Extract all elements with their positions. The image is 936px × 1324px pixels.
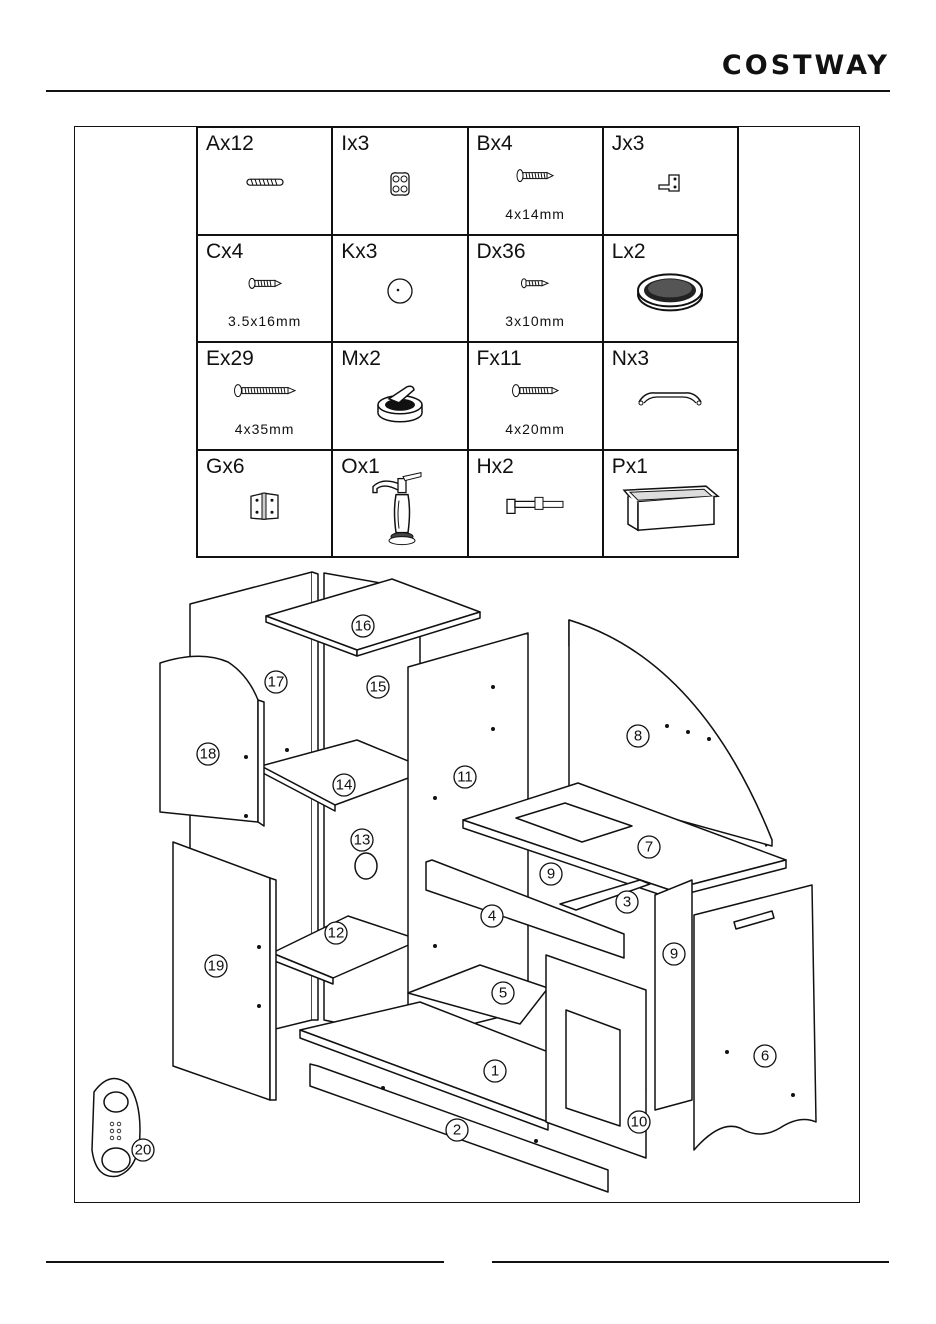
callout-label-4: 4 [488,908,496,925]
callout-label-13: 13 [354,832,371,849]
callout-label-12: 12 [328,925,345,942]
callout-label-15: 15 [370,679,387,696]
callout-label-2: 2 [453,1122,461,1139]
callout-label-9: 9 [547,866,555,883]
callout-label-5: 5 [499,985,507,1002]
callout-label-9: 9 [670,946,678,963]
callout-label-19: 19 [208,958,225,975]
callout-label-6: 6 [761,1048,769,1065]
hole-13 [355,853,377,879]
callout-label-10: 10 [631,1114,648,1131]
panel-6 [694,885,816,1150]
callout-label-17: 17 [268,674,285,691]
panel-18 [160,656,258,822]
callout-label-18: 18 [200,746,217,763]
callout-label-14: 14 [336,777,353,794]
callout-label-3: 3 [623,894,631,911]
callout-label-7: 7 [645,839,653,856]
callout-label-11: 11 [457,769,473,786]
callout-label-8: 8 [634,728,642,745]
panel-9 [655,880,692,1110]
footer-rule-left [46,1261,444,1263]
callout-label-20: 20 [135,1142,152,1159]
footer-rule-right [492,1261,889,1263]
callout-label-1: 1 [491,1063,499,1080]
callout-label-16: 16 [355,618,372,635]
